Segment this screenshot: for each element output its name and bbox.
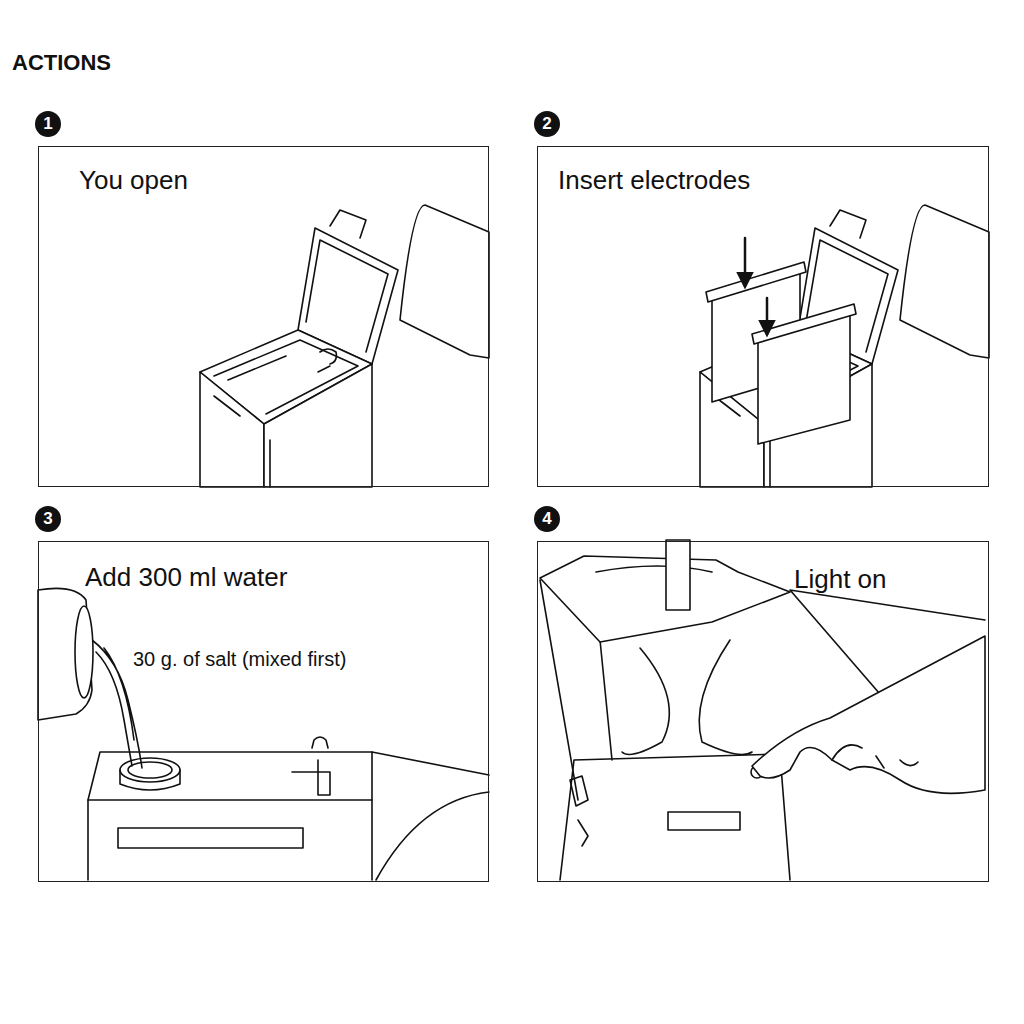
hand-fingers [832, 745, 918, 768]
lamp-bulb [622, 640, 752, 754]
filler-opening [128, 762, 172, 778]
step-number: 3 [35, 506, 61, 532]
insert-arrow [744, 238, 747, 286]
device-label [668, 812, 740, 830]
device-hinge [292, 737, 330, 795]
device-clip [570, 776, 588, 846]
device-open [200, 205, 489, 487]
lid-inner-edge [306, 240, 388, 352]
lamp-shade [540, 556, 790, 642]
device-wheel [376, 792, 489, 880]
device-slots [228, 349, 336, 380]
device-open [700, 205, 989, 487]
step-panel: 4Light on [537, 541, 989, 882]
pitcher-mouth [75, 606, 93, 698]
step-number: 4 [534, 506, 560, 532]
device-edge [88, 752, 489, 800]
device-front [200, 372, 264, 487]
lamp-shade-rim [596, 566, 712, 572]
filler-opening [120, 758, 180, 782]
device-side [264, 364, 372, 487]
lamp-stick [666, 540, 690, 610]
device-grooves [214, 396, 270, 487]
step-number: 1 [35, 111, 61, 137]
page-title: ACTIONS [12, 50, 111, 76]
step-caption: Light on [794, 564, 887, 595]
step-caption: You open [79, 165, 188, 196]
device-body [560, 754, 790, 880]
lid-tab [330, 210, 366, 238]
step-panel: 2Insert electrodes [537, 146, 989, 487]
insert-arrow [766, 298, 769, 334]
step-note: 30 g. of salt (mixed first) [133, 648, 346, 671]
electrode-bar [706, 262, 806, 302]
step-caption: Insert electrodes [558, 165, 750, 196]
step-number: 2 [534, 111, 560, 137]
hand [752, 636, 985, 793]
step-panel: 3Add 300 ml water30 g. of salt (mixed fi… [38, 541, 489, 882]
step-panel: 1You open [38, 146, 489, 487]
step-caption: Add 300 ml water [85, 562, 287, 593]
device-label [118, 828, 303, 848]
device-side-part [400, 205, 489, 358]
pitcher [38, 588, 92, 720]
